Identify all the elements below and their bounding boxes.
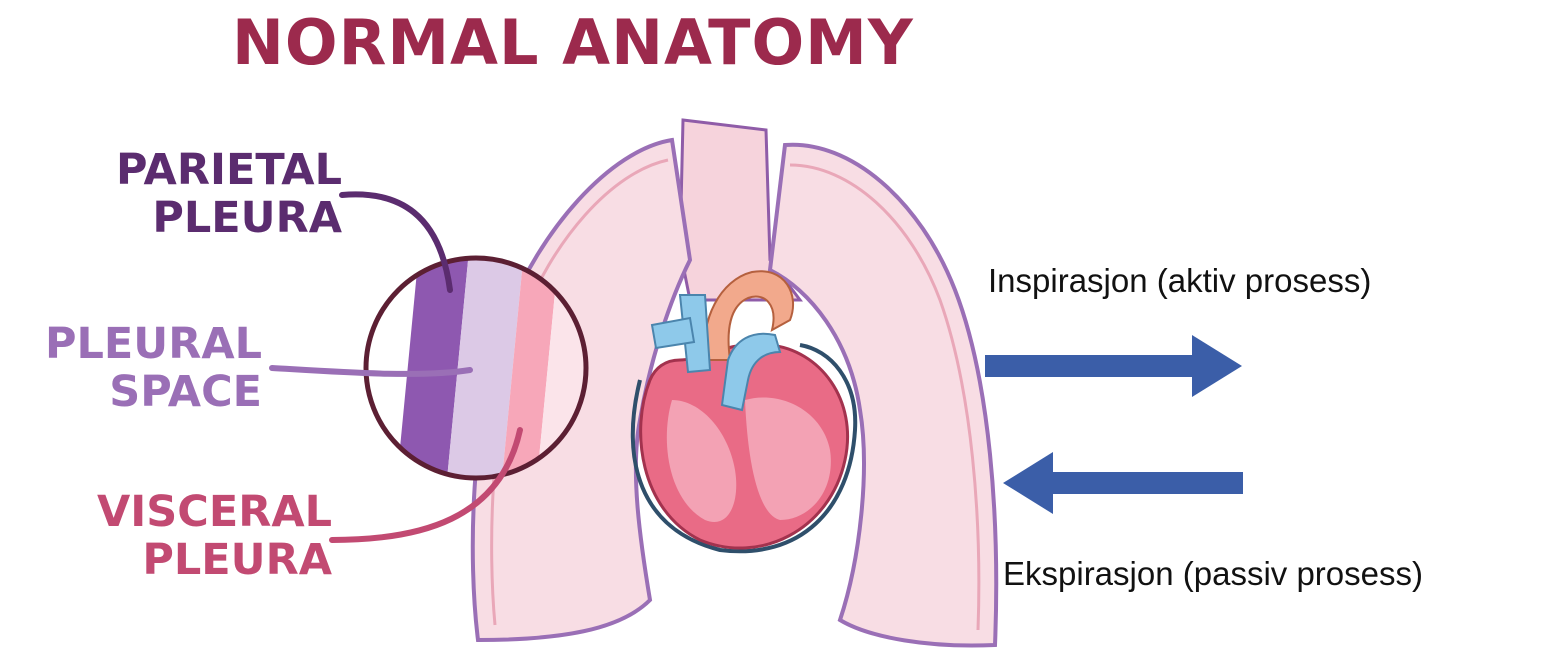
expiration-arrow <box>1003 452 1243 514</box>
inspiration-label: Inspirasjon (aktiv prosess) <box>988 262 1371 300</box>
inspiration-arrow <box>985 335 1242 397</box>
expiration-label: Ekspirasjon (passiv prosess) <box>1003 555 1423 593</box>
